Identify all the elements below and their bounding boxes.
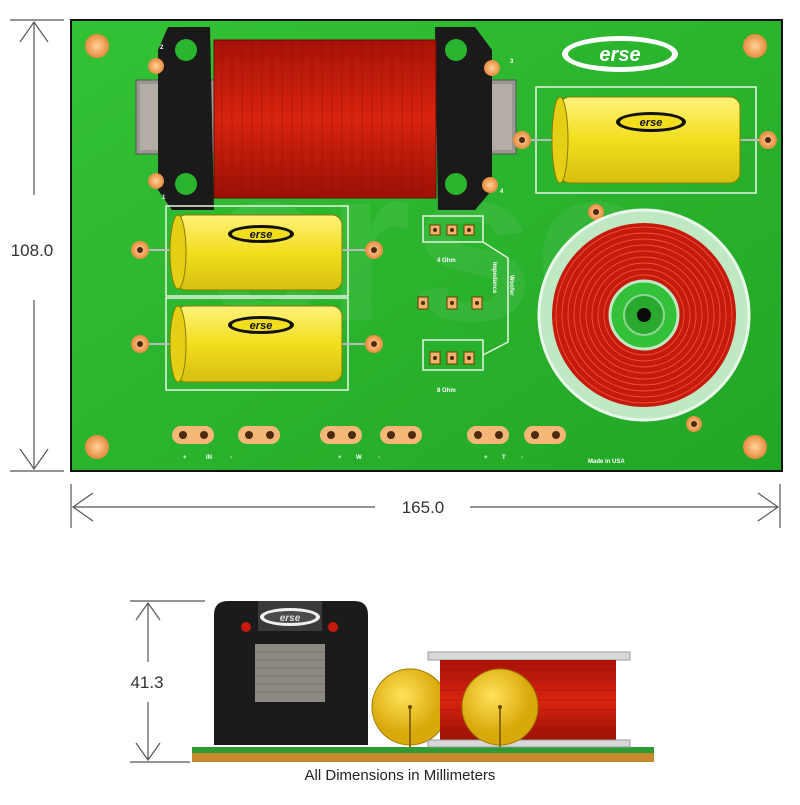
inductor-spiral (537, 208, 751, 422)
capacitor-3: erse (131, 297, 383, 391)
svg-text:IN: IN (206, 455, 212, 461)
svg-text:+: + (183, 455, 187, 461)
svg-text:+: + (484, 455, 488, 461)
solder-pad (148, 58, 164, 74)
corner-mark: 4 (500, 189, 504, 195)
depth-dimension (130, 600, 205, 763)
brand-logo: erse (562, 36, 678, 72)
mount-hole (85, 34, 109, 58)
corner-mark: 3 (510, 59, 514, 65)
terminal-pads: + IN - + W - + T - (172, 426, 566, 461)
impedance-4-label: 4 Ohm (437, 258, 456, 264)
terminal-in: + IN - (172, 426, 280, 461)
mount-hole (85, 435, 109, 459)
capacitor-1: erse (513, 86, 777, 194)
terminal-w: + W - (320, 426, 422, 461)
height-dimension (10, 19, 64, 472)
corner-mark: 2 (160, 45, 164, 51)
side-board (192, 747, 654, 753)
side-capacitor (371, 668, 449, 747)
svg-text:-: - (230, 455, 232, 461)
depth-value: 41.3 (130, 673, 163, 692)
mount-hole (743, 34, 767, 58)
impedance-label: Impedance (491, 262, 497, 294)
svg-text:T: T (502, 455, 506, 461)
solder-pad (484, 60, 500, 76)
units-caption: All Dimensions in Millimeters (304, 767, 496, 784)
svg-text:-: - (378, 455, 380, 461)
svg-text:-: - (521, 455, 523, 461)
svg-text:W: W (356, 455, 362, 461)
mount-hole (743, 435, 767, 459)
capacitor-logo: erse (250, 229, 273, 241)
width-dimension (70, 484, 781, 528)
corner-mark: 1 (162, 195, 166, 201)
solder-pad (148, 173, 164, 189)
capacitor-logo: erse (640, 117, 663, 129)
woofer-label: Woofer (508, 275, 514, 296)
svg-text:+: + (338, 455, 342, 461)
impedance-jumper: 4 Ohm 8 Ohm Woofer Impedance (417, 215, 514, 394)
solder-pad (482, 177, 498, 193)
terminal-t: + T - (467, 426, 566, 461)
side-logo: erse (280, 613, 301, 624)
brand-logo-text: erse (599, 44, 640, 66)
capacitor-2: erse (131, 205, 383, 297)
side-inductor-large: erse (214, 601, 368, 745)
capacitor-logo: erse (250, 320, 273, 332)
width-value: 165.0 (402, 498, 445, 517)
height-value: 108.0 (11, 241, 54, 260)
pcb-top-view: erse erse (70, 19, 783, 472)
made-in-label: Made in USA (588, 459, 625, 465)
pcb-side-view: erse (192, 601, 654, 762)
inductor-large: 2 3 1 4 (135, 27, 517, 210)
impedance-8-label: 8 Ohm (437, 388, 456, 394)
side-capacitor (461, 668, 539, 747)
